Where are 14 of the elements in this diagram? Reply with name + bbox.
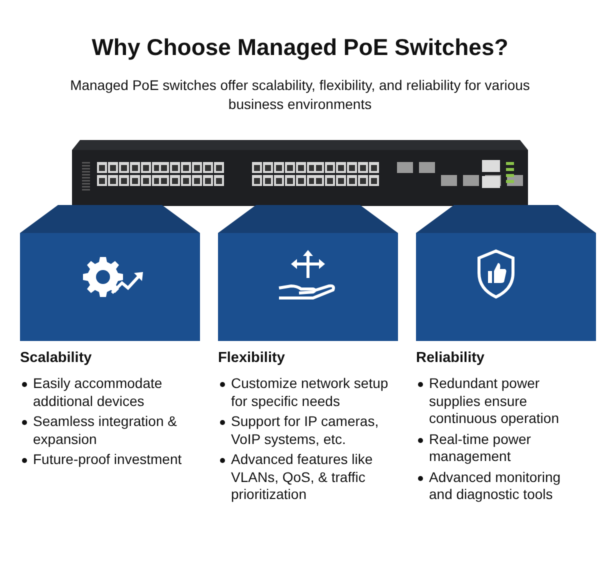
bullet-text: Easily accommodate additional devices [33,375,162,408]
feature-heading: Flexibility [218,350,285,366]
bullet-text: Advanced features like VLANs, QoS, & traffic prioritization [231,451,373,502]
bullet-text: Advanced monitoring and diagnostic tools [429,468,561,502]
bullet-text: Real-time power management [429,430,531,464]
subtitle: Managed PoE switches offer scalability, flexibility, and reliability for various business environments [69,76,531,114]
feature-heading: Scalability [20,350,92,366]
bullet-text: Redundant power supplies ensure continuous operation [429,375,559,426]
feature-heading: Reliability [416,350,484,366]
bullet-text: Support for IP cameras, VoIP systems, etc. [231,413,379,446]
title: Why Choose Managed PoE Switches? [90,34,510,61]
bullet-text: Seamless integration & expansion [33,413,177,446]
bullet-text: Future-proof investment [33,451,182,467]
bullet-text: Customize network setup for specific needs [231,375,388,408]
